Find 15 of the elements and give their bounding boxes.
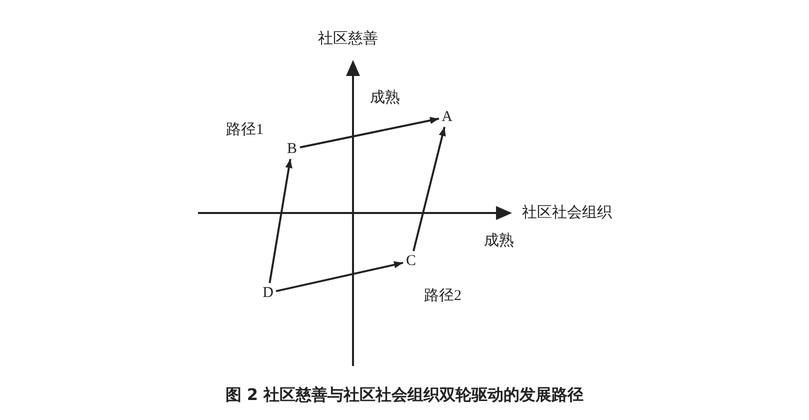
axis-title: 社区社会组织 [522,204,612,222]
figure-caption: 图 2 社区慈善与社区社会组织双轮驱动的发展路径 [224,385,585,406]
arrow [268,158,292,284]
point-label: D [260,283,276,303]
path-label: 路径2 [424,287,462,305]
point-label: B [284,139,300,159]
path-label: 路径1 [226,121,264,139]
axis-title: 社区慈善 [318,30,378,48]
point-label: A [439,107,455,127]
arrow [300,116,440,148]
point-label: C [403,251,419,271]
quadrant-label: 成熟 [484,232,514,250]
arrow [412,126,446,252]
quadrant-label: 成熟 [370,89,400,107]
arrow [276,261,404,292]
